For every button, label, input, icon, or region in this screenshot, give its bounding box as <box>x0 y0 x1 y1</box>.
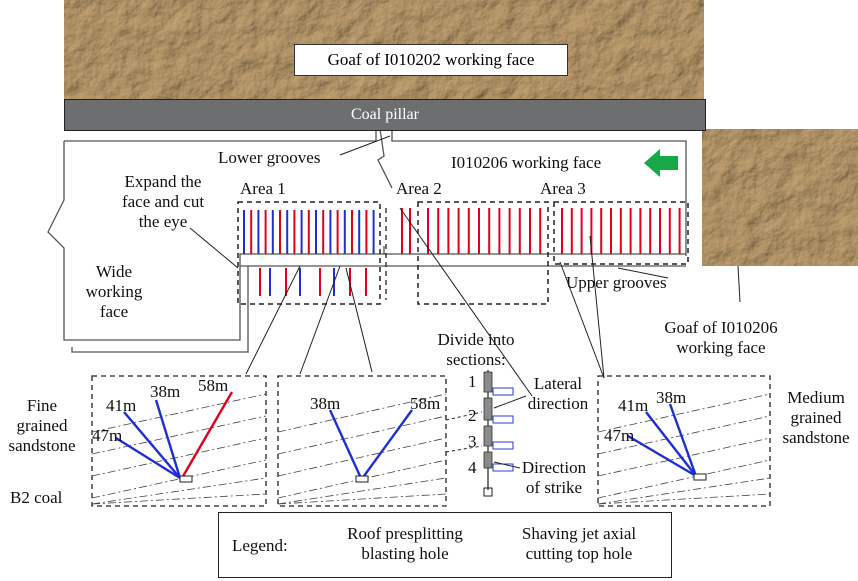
fan-hole <box>180 391 234 479</box>
section-number-3: 3 <box>468 432 477 451</box>
area-boxes <box>237 201 689 305</box>
stratum-line <box>597 415 771 455</box>
strata-lines <box>91 393 771 505</box>
cross-section-panels <box>91 375 771 507</box>
top-goaf-label: Goaf of I010202 working face <box>294 44 568 76</box>
b2-coal-label: B2 coal <box>10 488 63 507</box>
fan-hole <box>123 411 181 479</box>
area2-holes <box>401 208 542 254</box>
panel1-length-47: 47m <box>92 426 123 445</box>
coal-pillar-label: Coal pillar <box>64 99 706 131</box>
lower-grooves-label: Lower grooves <box>218 148 321 167</box>
fan-hole <box>115 436 181 480</box>
stratum-line <box>597 437 771 477</box>
panel1-length-58: 58m <box>198 376 229 395</box>
direction-arrow-icon <box>644 149 678 177</box>
area2-label: Area 2 <box>396 179 442 198</box>
fan-hole <box>668 403 698 477</box>
stratum-line <box>91 437 267 477</box>
fan-holes <box>115 391 707 483</box>
stratum-line <box>277 415 447 455</box>
leader-lines <box>189 135 741 397</box>
stratum-line <box>277 477 447 505</box>
area1-label: Area 1 <box>240 179 286 198</box>
working-face-label: I010206 working face <box>451 153 602 172</box>
stratum-line <box>91 415 267 455</box>
upper-grooves-label: Upper grooves <box>566 273 667 292</box>
fan-hole <box>363 409 413 477</box>
area1-lower-holes <box>259 268 367 296</box>
stratum-line <box>91 477 267 505</box>
section-number-2: 2 <box>468 406 477 425</box>
panel2-length-58: 58m <box>410 394 441 413</box>
stratum-line <box>91 393 267 433</box>
section-number-1: 1 <box>468 372 477 391</box>
panel1-length-41: 41m <box>106 396 137 415</box>
stratum-line <box>277 493 447 505</box>
area1-upper-holes <box>243 210 375 254</box>
panel3-length-47: 47m <box>604 426 635 445</box>
stratum-line <box>597 477 771 505</box>
stratum-line <box>597 393 771 433</box>
stratum-line <box>597 493 771 505</box>
panel3-length-38: 38m <box>656 388 687 407</box>
drill-site <box>355 475 369 483</box>
legend <box>218 512 672 578</box>
panel1-length-38: 38m <box>150 382 181 401</box>
fan-hole <box>328 409 362 477</box>
section-number-4: 4 <box>468 458 477 477</box>
stratum-line <box>277 393 447 433</box>
drill-site <box>179 475 193 483</box>
section-diagram <box>445 370 527 497</box>
stratum-line <box>277 437 447 477</box>
stratum-line <box>91 459 267 499</box>
stratum-line <box>597 459 771 499</box>
stratum-line <box>91 493 267 505</box>
area3-label: Area 3 <box>540 179 586 198</box>
fan-hole <box>154 399 182 479</box>
area3-holes <box>561 208 681 254</box>
panel2-length-38: 38m <box>310 394 341 413</box>
panel3-length-41: 41m <box>618 396 649 415</box>
legend-title: Legend: <box>232 536 288 555</box>
fan-hole <box>627 434 697 478</box>
drill-site <box>693 473 707 481</box>
fan-hole <box>645 411 697 477</box>
